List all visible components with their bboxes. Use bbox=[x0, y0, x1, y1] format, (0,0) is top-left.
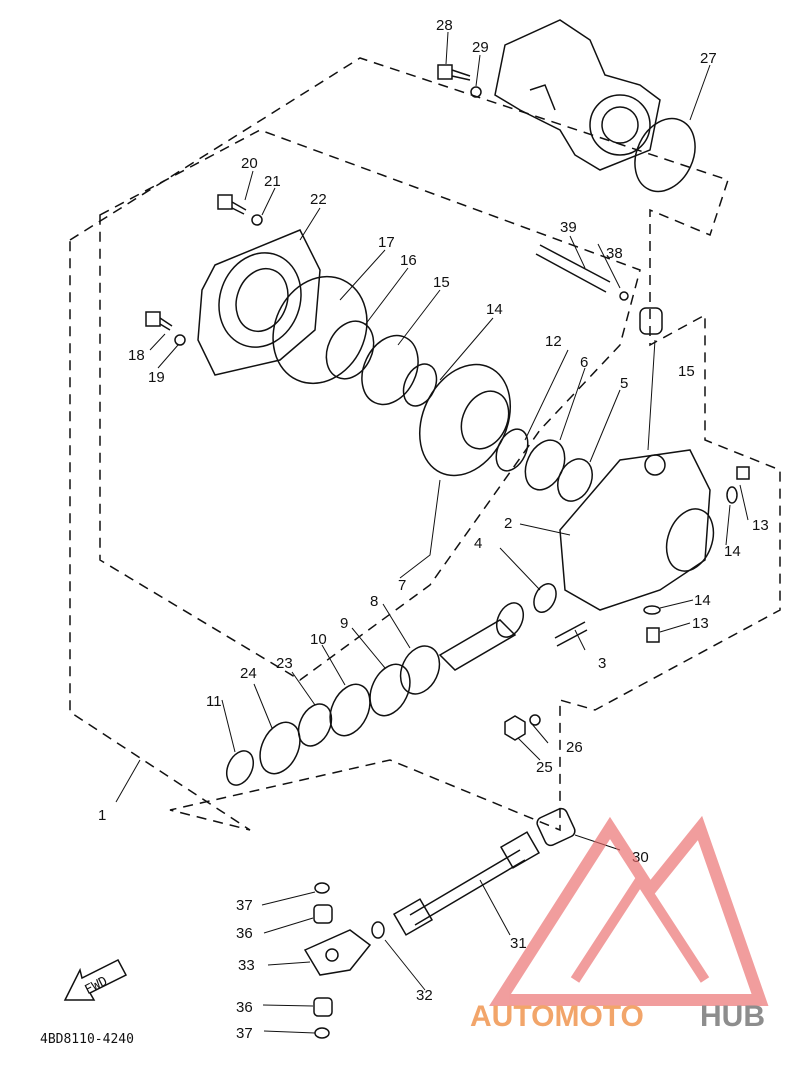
triangle-logo bbox=[489, 815, 769, 1006]
ring-38 bbox=[619, 291, 629, 301]
callout-4: 4 bbox=[474, 535, 482, 552]
callout-10: 10 bbox=[310, 631, 327, 648]
callout-6: 6 bbox=[580, 354, 588, 371]
rear-axle-housing-cover bbox=[494, 19, 661, 171]
bearing-26 bbox=[259, 721, 301, 775]
callout-12: 12 bbox=[545, 333, 562, 350]
bearing-6 bbox=[524, 439, 566, 491]
shim-16 bbox=[402, 363, 438, 407]
circlip-37-upper bbox=[314, 882, 330, 894]
callout-13-upper: 13 bbox=[752, 517, 769, 534]
callout-18: 16 bbox=[400, 252, 417, 269]
universal-joint-35 bbox=[303, 929, 372, 976]
oil-seal-18 bbox=[325, 320, 375, 380]
shim-8 bbox=[399, 645, 441, 695]
washer-14-lower bbox=[643, 605, 661, 615]
washer-28 bbox=[529, 714, 541, 726]
stud-3 bbox=[554, 621, 588, 647]
callout-22: 20 bbox=[241, 155, 258, 172]
collar-11 bbox=[225, 750, 255, 786]
callout-27: 25 bbox=[536, 759, 553, 776]
callout-30: 28 bbox=[436, 17, 453, 34]
callout-9: 9 bbox=[340, 615, 348, 632]
callout-20: 18 bbox=[128, 347, 145, 364]
assembly-boundary-outline bbox=[69, 57, 781, 832]
washer-31 bbox=[470, 86, 482, 98]
callout-19: 17 bbox=[378, 234, 395, 251]
callout-8: 8 bbox=[370, 593, 378, 610]
callout-31: 29 bbox=[472, 39, 489, 56]
callout-35: 33 bbox=[238, 957, 255, 974]
callout-26: 24 bbox=[240, 665, 257, 682]
bearing-36-upper bbox=[313, 904, 333, 924]
nut-10 bbox=[329, 683, 371, 737]
callout-34: 32 bbox=[416, 987, 433, 1004]
drive-pinion-gear bbox=[438, 602, 525, 671]
o-ring-29 bbox=[634, 117, 696, 193]
callout-38: 38 bbox=[606, 245, 623, 262]
callout-36-upper: 36 bbox=[236, 925, 253, 942]
callout-14-lower: 14 bbox=[694, 592, 711, 609]
bolt-30 bbox=[437, 64, 471, 81]
circlip-37-lower bbox=[314, 1027, 330, 1039]
fwd-arrow: FWD bbox=[63, 959, 128, 1001]
bolt-13-upper bbox=[736, 466, 750, 480]
callout-39: 39 bbox=[560, 219, 577, 236]
ring-gear-7 bbox=[418, 363, 512, 477]
watermark-text-grey: HUB bbox=[700, 1000, 765, 1033]
callout-37-upper: 37 bbox=[236, 897, 253, 914]
plate-12 bbox=[495, 428, 529, 472]
callout-37-lower: 37 bbox=[236, 1025, 253, 1042]
plug-15 bbox=[639, 307, 663, 335]
callout-36-lower: 36 bbox=[236, 999, 253, 1016]
drive-shaft-33 bbox=[392, 831, 541, 936]
circlip-34 bbox=[371, 921, 385, 939]
callout-29: 27 bbox=[700, 50, 717, 67]
callout-16: 14 bbox=[486, 301, 503, 318]
bearing-4 bbox=[533, 583, 557, 613]
automotohub-watermark: AUTOMOTO HUB bbox=[470, 815, 769, 1033]
callout-28: 26 bbox=[566, 739, 583, 756]
callout-33: 31 bbox=[510, 935, 527, 952]
callout-23: 21 bbox=[264, 173, 281, 190]
part-code: 4BD8110-4240 bbox=[40, 1032, 134, 1047]
final-drive-cover-24 bbox=[197, 229, 321, 376]
callout-24: 22 bbox=[310, 191, 327, 208]
nut-27 bbox=[504, 715, 526, 741]
gear-case-2 bbox=[559, 449, 715, 611]
bearing-36-lower bbox=[313, 997, 333, 1017]
callout-15: 15 bbox=[678, 363, 695, 380]
oil-seal-5 bbox=[557, 458, 593, 502]
callout-25: 23 bbox=[276, 655, 293, 672]
washer-21 bbox=[174, 334, 186, 346]
callout-11: 11 bbox=[206, 693, 222, 710]
bolt-22 bbox=[217, 194, 247, 215]
callout-17: 15 bbox=[433, 274, 450, 291]
callout-labels: 28 29 27 20 21 22 39 17 38 16 15 14 12 1… bbox=[98, 17, 769, 1042]
o-ring-25 bbox=[297, 703, 333, 747]
watermark-text-colored: AUTOMOTO bbox=[470, 1000, 644, 1033]
callout-7: 7 bbox=[398, 577, 406, 594]
callout-1: 1 bbox=[98, 807, 106, 824]
callout-14-upper: 14 bbox=[724, 543, 741, 560]
washer-14-upper bbox=[726, 486, 738, 504]
pin-39 bbox=[535, 244, 611, 293]
bolt-20 bbox=[145, 311, 173, 331]
o-ring-19 bbox=[272, 275, 368, 385]
callout-5: 5 bbox=[620, 375, 628, 392]
bearing-9 bbox=[369, 663, 411, 717]
callout-13-lower: 13 bbox=[692, 615, 709, 632]
callout-2: 2 bbox=[504, 515, 512, 532]
coupling-gear-32 bbox=[536, 807, 576, 847]
callout-21: 19 bbox=[148, 369, 165, 386]
bolt-13-lower bbox=[646, 627, 660, 643]
callout-3: 3 bbox=[598, 655, 606, 672]
washer-23 bbox=[251, 214, 263, 226]
bearing-17 bbox=[361, 334, 419, 406]
